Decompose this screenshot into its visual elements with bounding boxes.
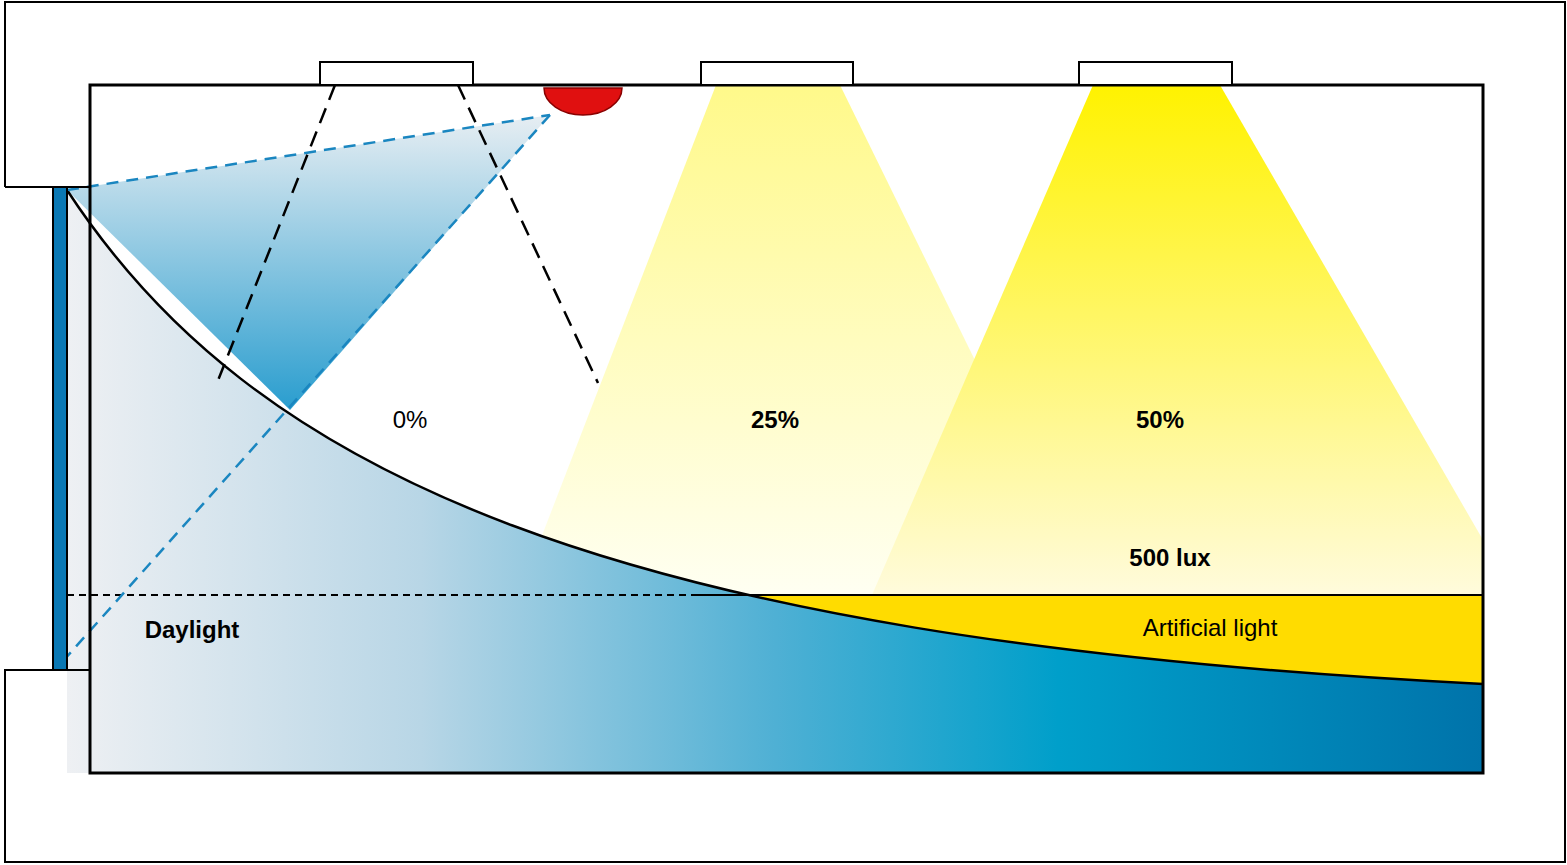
illuminance-label: 500 lux xyxy=(1129,545,1210,571)
daylight-label: Daylight xyxy=(145,617,240,643)
percent-label: 25% xyxy=(751,407,799,433)
artificial-light-label: Artificial light xyxy=(1143,615,1278,641)
percent-label: 0% xyxy=(393,407,428,433)
percent-label: 50% xyxy=(1136,407,1184,433)
